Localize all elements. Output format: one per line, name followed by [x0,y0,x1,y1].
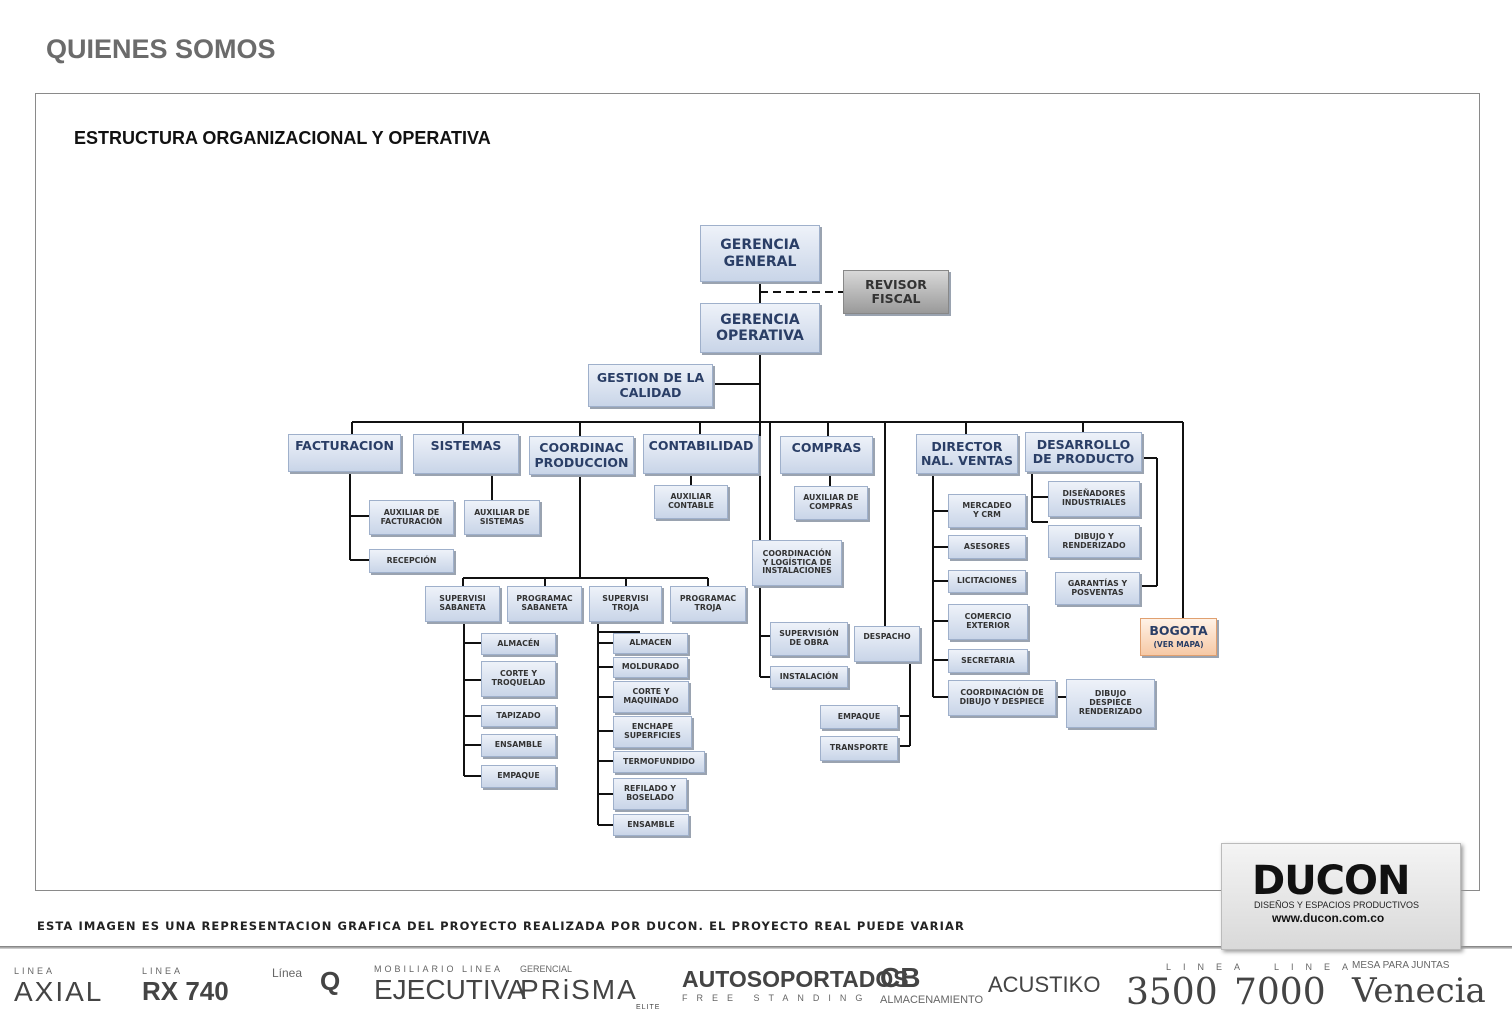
org-node-gerencia-operativa: GERENCIA OPERATIVA [700,303,820,353]
brand-q: Línea Q [272,966,340,1011]
brand-7000: LINEA 7000 [1234,962,1360,1013]
org-node-asesores: ASESORES [948,535,1026,559]
org-node-troja-corte: CORTE Y MAQUINADO [613,681,689,713]
bogota-label: BOGOTA [1149,623,1208,638]
org-node-coordinac-produccion: COORDINAC PRODUCCION [529,436,634,475]
brand-cb-sub: ALMACENAMIENTO [880,994,984,1006]
brand-venecia: MESA PARA JUNTAS Venecia [1352,960,1486,1011]
ducon-logo: DUCON [1252,858,1411,904]
org-node-licitaciones: LICITACIONES [948,570,1026,593]
section-subtitle: ESTRUCTURA ORGANIZACIONAL Y OPERATIVA [74,128,491,148]
org-node-disenadores: DISEÑADORES INDUSTRIALES [1048,481,1140,517]
org-node-superv-troja: SUPERVISI TROJA [589,586,662,622]
org-node-aux-compras: AUXILIAR DE COMPRAS [794,486,868,520]
org-node-secretaria: SECRETARIA [948,649,1028,673]
org-node-despacho: DESPACHO [854,626,920,662]
org-node-desarrollo-producto: DESARROLLO DE PRODUCTO [1025,432,1142,472]
org-node-gerencia-general: GERENCIA GENERAL [700,225,820,282]
org-node-aux-contable: AUXILIAR CONTABLE [654,485,728,519]
brand-cb-name: CB [880,962,921,993]
brand-acustiko: ACUSTIKO [988,972,1100,998]
org-node-sabaneta-empaque: EMPAQUE [481,765,556,788]
brand-ejecutiva: MOBILIARIO LINEA EJECUTIVA [374,964,526,1006]
org-node-facturacion: FACTURACION [288,434,401,472]
org-node-sistemas: SISTEMAS [413,434,519,474]
org-node-mercadeo: MERCADEO Y CRM [948,494,1026,528]
product-lines-strip: LINEA AXIAL LINEA RX 740 Línea Q MOBILIA… [0,958,1512,1020]
org-node-dibujo-despiece: DIBUJO DESPIECE RENDERIZADO [1066,679,1155,728]
org-node-superv-sabaneta: SUPERVISI SABANETA [425,586,500,622]
brand-rx-name: RX 740 [142,976,229,1006]
org-node-coord-logistica: COORDINACIÓN Y LOGÍSTICA DE INSTALACIONE… [752,540,842,586]
brand-3500-small: LINEA [1166,962,1253,972]
org-node-dibujo-render: DIBUJO Y RENDERIZADO [1048,525,1140,558]
brand-7000-small: LINEA [1274,962,1361,972]
brand-ejecutiva-small: MOBILIARIO LINEA [374,964,504,974]
brand-q-small: Línea [272,966,303,980]
brand-venecia-name: Venecia [1352,971,1486,1011]
brand-prisma-sub: ELITE [636,1004,661,1011]
footer-divider [0,946,1512,949]
org-node-contabilidad: CONTABILIDAD [643,434,759,474]
org-node-transporte: TRANSPORTE [820,736,898,761]
ducon-url: www.ducon.com.co [1272,911,1385,925]
org-node-compras: COMPRAS [780,436,873,474]
org-node-empaque-despacho: EMPAQUE [820,705,898,729]
brand-auto-name: AUTOSOPORTADOS [682,966,909,992]
brand-prisma: GERENCIAL PRiSMA ELITE [520,964,659,1011]
org-node-program-troja: PROGRAMAC TROJA [670,586,746,622]
org-node-revisor-fiscal: REVISOR FISCAL [843,270,949,314]
brand-acustiko-name: ACUSTIKO [988,972,1101,997]
ducon-logo-card: DUCON DISEÑOS Y ESPACIOS PRODUCTIVOS www… [1221,843,1461,950]
org-node-comercio-exterior: COMERCIO EXTERIOR [948,604,1028,640]
org-node-director-ventas: DIRECTOR NAL. VENTAS [916,434,1018,474]
org-node-troja-moldurado: MOLDURADO [613,657,688,678]
org-node-troja-refilado: REFILADO Y BOSELADO [613,778,687,810]
content-frame [35,93,1480,891]
brand-ejecutiva-name: EJECUTIVA [374,974,526,1005]
brand-axial-small: LINEA [14,966,56,976]
brand-auto-sub: FREE STANDING [682,993,872,1003]
disclaimer-text: ESTA IMAGEN ES UNA REPRESENTACION GRAFIC… [37,919,965,933]
org-node-troja-ensamble: ENSAMBLE [613,814,689,836]
ducon-tagline: DISEÑOS Y ESPACIOS PRODUCTIVOS [1254,900,1420,910]
brand-axial-name: AXIAL [14,976,104,1007]
org-node-sabaneta-corte: CORTE Y TROQUELAD [481,661,556,697]
org-node-garantias: GARANTÍAS Y POSVENTAS [1055,572,1140,605]
org-node-troja-almacen: ALMACEN [613,633,688,654]
org-node-aux-sistemas: AUXILIAR DE SISTEMAS [464,500,540,535]
org-node-coord-dibujo: COORDINACIÓN DE DIBUJO Y DESPIECE [948,680,1056,716]
org-node-program-sabaneta: PROGRAMAC SABANETA [507,586,582,622]
org-node-supervision-obra: SUPERVISIÓN DE OBRA [770,622,848,656]
org-node-gestion-calidad: GESTION DE LA CALIDAD [588,364,713,407]
brand-prisma-small: GERENCIAL [520,964,573,974]
org-node-troja-enchape: ENCHAPE SUPERFICIES [613,716,692,748]
brand-autosoportados: AUTOSOPORTADOS FREE STANDING [682,966,909,1003]
org-node-sabaneta-almacen: ALMACÉN [481,633,556,655]
org-node-sabaneta-tapizado: TAPIZADO [481,705,556,727]
org-node-sabaneta-ensamble: ENSAMBLE [481,734,556,757]
brand-prisma-name: PRiSMA [520,974,638,1005]
org-node-troja-termofundido: TERMOFUNDIDO [613,751,705,773]
brand-cb: CB ALMACENAMIENTO [880,962,983,1006]
org-node-recepcion: RECEPCIÓN [369,549,454,573]
page-title: QUIENES SOMOS [46,34,276,64]
org-node-aux-facturacion: AUXILIAR DE FACTURACIÓN [369,500,454,535]
org-node-bogota[interactable]: BOGOTA (VER MAPA) [1140,618,1217,656]
brand-3500-name: 3500 [1126,972,1218,1013]
brand-3500: LINEA 3500 [1126,962,1252,1013]
brand-rx740: LINEA RX 740 [142,966,229,1007]
brand-axial: LINEA AXIAL [14,966,103,1008]
brand-rx-small: LINEA [142,966,184,976]
brand-7000-name: 7000 [1234,972,1326,1013]
org-node-instalacion: INSTALACIÓN [770,666,848,688]
brand-q-name: Q [320,966,341,996]
bogota-map-link[interactable]: (VER MAPA) [1153,640,1204,650]
brand-venecia-small: MESA PARA JUNTAS [1352,960,1450,971]
